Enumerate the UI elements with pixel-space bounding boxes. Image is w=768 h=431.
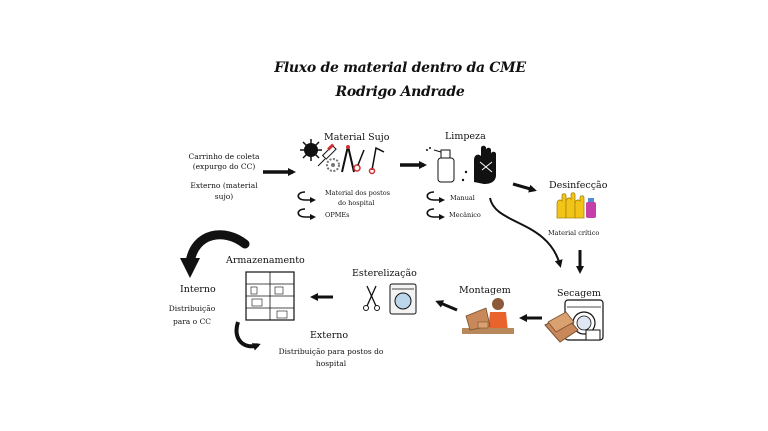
material-critico-label: Material crítico (548, 229, 600, 237)
interno-distribuicao-sublabel: para o CC (172, 317, 212, 326)
externo-label: Externo (310, 330, 349, 341)
material-sujo-label: Material Sujo (324, 132, 390, 143)
clamp-icon (368, 146, 385, 175)
hook-arrow-material-postos (297, 191, 316, 203)
syringe-icon (317, 143, 337, 167)
spray-bottle-icon (426, 147, 455, 183)
gear-icon (326, 158, 340, 172)
curved-arrow-to-externo (234, 321, 261, 351)
secagem-label: Secagem (557, 288, 601, 299)
externo-distribuicao-label: Distribuição para postos do (278, 347, 384, 356)
interno-label: Interno (180, 284, 216, 295)
material-postos-sublabel: do hospital (338, 199, 375, 207)
limpeza-label: Limpeza (445, 131, 486, 142)
material-postos-label: Material dos postos (325, 189, 390, 197)
externo-distribuicao-sublabel: hospital (315, 359, 347, 368)
yellow-gloves-icon (556, 192, 585, 219)
source-cart-sublabel: (expurgo do CC) (192, 162, 256, 171)
curved-arrow-limpeza-to-secagem (489, 197, 563, 268)
arrow-montagem-to-esterelizacao (435, 300, 458, 312)
gloved-hand-icon (461, 145, 496, 184)
storage-cabinet-icon (245, 271, 295, 321)
manual-label: Manual (450, 194, 475, 202)
curved-arrow-to-interno (180, 230, 250, 278)
interno-distribuicao-label: Distribuição (168, 304, 216, 313)
desinfeccao-label: Desinfecção (549, 180, 608, 191)
arrow-limpeza-to-desinfeccao (512, 182, 537, 193)
source-external-sublabel: sujo) (214, 192, 234, 201)
opmes-label: OPMEs (325, 211, 350, 219)
armazenamento-label: Armazenamento (226, 255, 305, 266)
virus-icon (300, 139, 322, 161)
source-cart-label: Carrinho de coleta (188, 152, 260, 161)
hook-arrow-opmes (297, 208, 316, 220)
hook-arrow-mecanico (426, 208, 445, 220)
esterelizacao-label: Esterelização (352, 268, 417, 279)
disinfectant-bottle-icon (586, 198, 596, 218)
autoclave-icon (389, 283, 417, 315)
scissors-icon (353, 149, 365, 172)
folded-towels-icon (544, 311, 579, 343)
source-external-label: Externo (material (190, 181, 258, 190)
small-box-icon (585, 329, 601, 341)
diagram-title-line1: Fluxo de material dentro da CME (274, 60, 526, 76)
mecanico-label: Mecânico (449, 211, 481, 219)
montagem-label: Montagem (459, 285, 511, 296)
surgical-scissors-icon (363, 285, 380, 311)
tweezers-icon (341, 145, 355, 173)
hook-arrow-manual (426, 191, 445, 203)
diagram-title-line2: Rodrigo Andrade (335, 84, 465, 100)
worker-assembling-icon (462, 298, 514, 334)
